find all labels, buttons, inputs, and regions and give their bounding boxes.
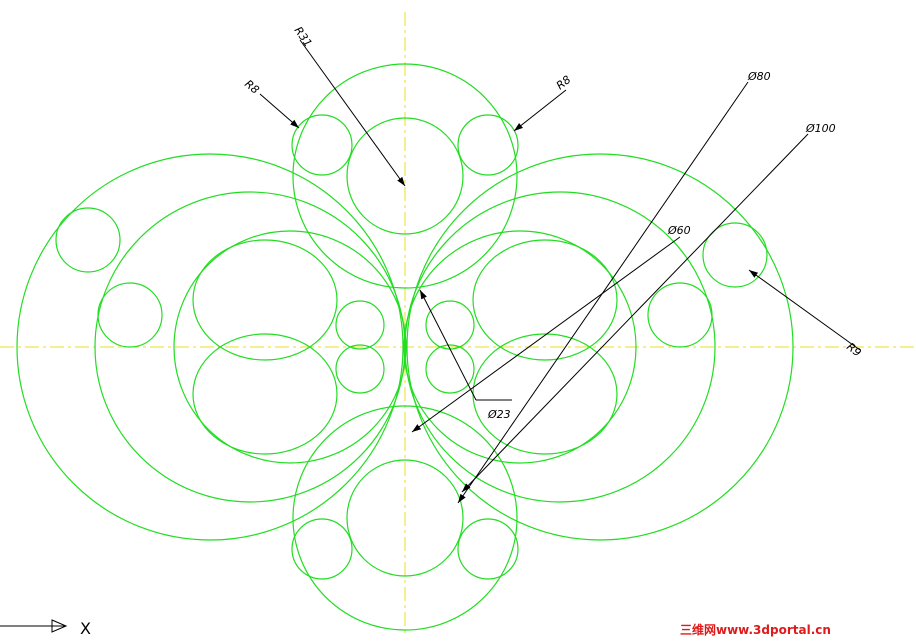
centerlines <box>0 12 916 636</box>
dim-r8-left-leader <box>259 93 300 129</box>
dim-r31-leader <box>299 39 406 187</box>
mid-loop-left <box>94 191 406 503</box>
curl-top-left-r8 <box>291 114 353 176</box>
watermark-text: 三维网www.3dportal.cn <box>680 622 831 637</box>
curl-top-right-r8 <box>457 114 519 176</box>
dim-r8-left-label: R8 <box>242 77 262 96</box>
dimension-lines <box>259 39 861 504</box>
dim-r8-right-label: R8 <box>554 73 574 92</box>
curl-bottom-left <box>291 518 353 580</box>
top-arch-r31 <box>292 63 518 289</box>
dim-d23-label: Ø23 <box>487 408 511 421</box>
dim-r31-label: R31 <box>292 24 315 49</box>
large-loop-left <box>16 153 404 541</box>
curl-left-mid <box>97 282 163 348</box>
dim-r8-right-leader <box>513 89 567 132</box>
dim-d60-label: Ø60 <box>667 224 691 237</box>
dim-d100-leader <box>461 133 809 493</box>
large-loop-right <box>406 153 794 541</box>
dimension-labels: R31 R8 R8 Ø80 Ø100 Ø60 R9 Ø23 <box>242 24 864 421</box>
inner-loop-right <box>403 230 637 464</box>
center-small-left-upper <box>335 300 385 350</box>
dim-d100-label: Ø100 <box>805 122 836 135</box>
dim-d80-label: Ø80 <box>747 70 771 83</box>
curl-right-mid <box>647 282 713 348</box>
bottom-inner-arch <box>346 459 464 577</box>
ucs-x-arrowhead <box>51 619 68 633</box>
inner-loop-left <box>173 230 407 464</box>
curl-left <box>55 207 121 273</box>
ornament-profile <box>16 63 794 631</box>
dim-r9-label: R9 <box>844 340 864 359</box>
dim-r9-leader <box>748 269 861 351</box>
bottom-arch <box>292 405 518 631</box>
center-small-right-upper <box>425 300 475 350</box>
dim-d23-leader <box>419 289 477 401</box>
ucs-icon: X <box>0 619 91 638</box>
ucs-x-label: X <box>80 619 91 638</box>
curl-bottom-right <box>457 518 519 580</box>
center-small-right-lower <box>425 344 475 394</box>
top-inner-arch <box>346 117 464 235</box>
curl-right-r9 <box>702 222 768 288</box>
center-small-left-lower <box>335 344 385 394</box>
lobe-left-lower <box>192 333 338 455</box>
lobe-right-upper <box>472 239 618 361</box>
lobe-right-lower <box>472 333 618 455</box>
lobe-left-upper <box>192 239 338 361</box>
dim-d60-leader <box>411 236 681 433</box>
